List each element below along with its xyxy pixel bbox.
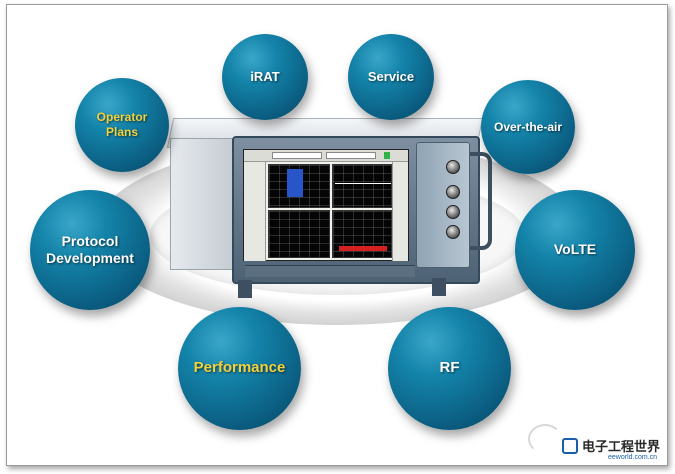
bubble-protocol-development: Protocol Development <box>30 190 150 310</box>
spectrum-plot <box>268 164 330 208</box>
instrument-screen <box>243 149 409 261</box>
bubble-over-the-air: Over-the-air <box>481 80 575 174</box>
spectrum-plot <box>332 210 392 258</box>
bubble-service: Service <box>348 34 434 120</box>
bubble-rf-label: RF <box>439 359 460 377</box>
signal-trace <box>339 246 387 251</box>
spectrum-plot <box>332 164 392 208</box>
instrument-base <box>245 265 415 277</box>
instrument-foot <box>432 278 446 296</box>
bubble-protocol-label: Protocol Development <box>46 233 134 268</box>
screen-left-menu <box>244 162 266 261</box>
bubble-operator-plans: Operator Plans <box>75 78 169 172</box>
screen-toolbar <box>244 150 408 162</box>
screen-field <box>326 152 376 159</box>
bubble-over-the-air-label: Over-the-air <box>493 119 563 134</box>
bubble-irat-label: iRAT <box>250 68 280 84</box>
spectrum-plot <box>268 210 330 258</box>
watermark-url: eeworld.com.cn <box>608 454 658 461</box>
instrument-foot <box>238 280 252 298</box>
bubble-rf: RF <box>388 307 511 430</box>
rf-connector <box>446 205 460 219</box>
screen-run-indicator <box>384 152 390 159</box>
bubble-performance-label: Performance <box>193 359 286 377</box>
connector-panel <box>416 142 470 268</box>
signal-trace <box>335 183 391 184</box>
instrument-side <box>170 138 238 270</box>
bubble-operator-plans-label: Operator Plans <box>97 110 148 140</box>
label-line: Protocol <box>61 232 119 249</box>
bubble-volte: VoLTE <box>515 190 635 310</box>
bubble-performance: Performance <box>178 307 301 430</box>
bubble-irat: iRAT <box>222 34 308 120</box>
watermark-logo-icon <box>562 437 578 454</box>
bubble-service-label: Service <box>367 68 415 84</box>
watermark-name: 电子工程世界 <box>582 439 661 454</box>
rf-connector <box>446 225 460 239</box>
label-line: Operator <box>96 110 148 124</box>
watermark: 电子工程世界 <box>562 436 660 455</box>
rf-connector <box>446 160 460 174</box>
screen-right-menu <box>392 162 408 261</box>
label-line: Plans <box>105 125 138 139</box>
watermark-swoosh <box>528 424 562 454</box>
bubble-volte-label: VoLTE <box>553 241 597 258</box>
label-line: Development <box>46 250 134 266</box>
rf-connector <box>446 185 460 199</box>
carry-handle <box>470 152 492 250</box>
screen-field <box>272 152 322 159</box>
signal-block <box>287 169 303 197</box>
